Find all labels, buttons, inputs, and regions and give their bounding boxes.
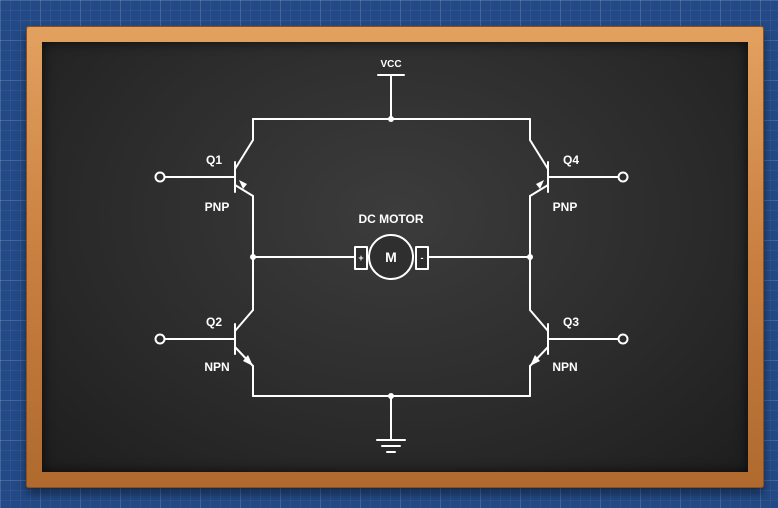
q1-id-label: Q1 xyxy=(206,153,222,167)
q4-emitter-arrow-icon xyxy=(536,180,544,189)
q3-id-label: Q3 xyxy=(563,315,579,329)
transistor-q1 xyxy=(154,139,254,197)
motor-minus-label: - xyxy=(421,253,424,263)
q3-emitter-arrow-icon xyxy=(530,355,540,366)
motor-plus-label: + xyxy=(358,253,363,263)
junction-dots xyxy=(250,116,533,399)
q3-type-label: NPN xyxy=(552,360,577,374)
transistor-q4 xyxy=(529,139,629,197)
q4-id-label: Q4 xyxy=(563,153,579,167)
q1-emitter-arrow-icon xyxy=(239,180,247,189)
motor-title: DC MOTOR xyxy=(358,212,423,226)
dc-motor xyxy=(354,234,429,280)
q2-id-label: Q2 xyxy=(206,315,222,329)
vcc-terminal xyxy=(377,74,405,120)
transistor-q2 xyxy=(154,309,254,367)
q2-type-label: NPN xyxy=(204,360,229,374)
vcc-label: VCC xyxy=(380,59,401,70)
ground-symbol xyxy=(376,395,406,453)
q1-type-label: PNP xyxy=(205,200,230,214)
q2-emitter-arrow-icon xyxy=(243,355,253,366)
motor-symbol: M xyxy=(385,249,397,265)
q4-type-label: PNP xyxy=(553,200,578,214)
